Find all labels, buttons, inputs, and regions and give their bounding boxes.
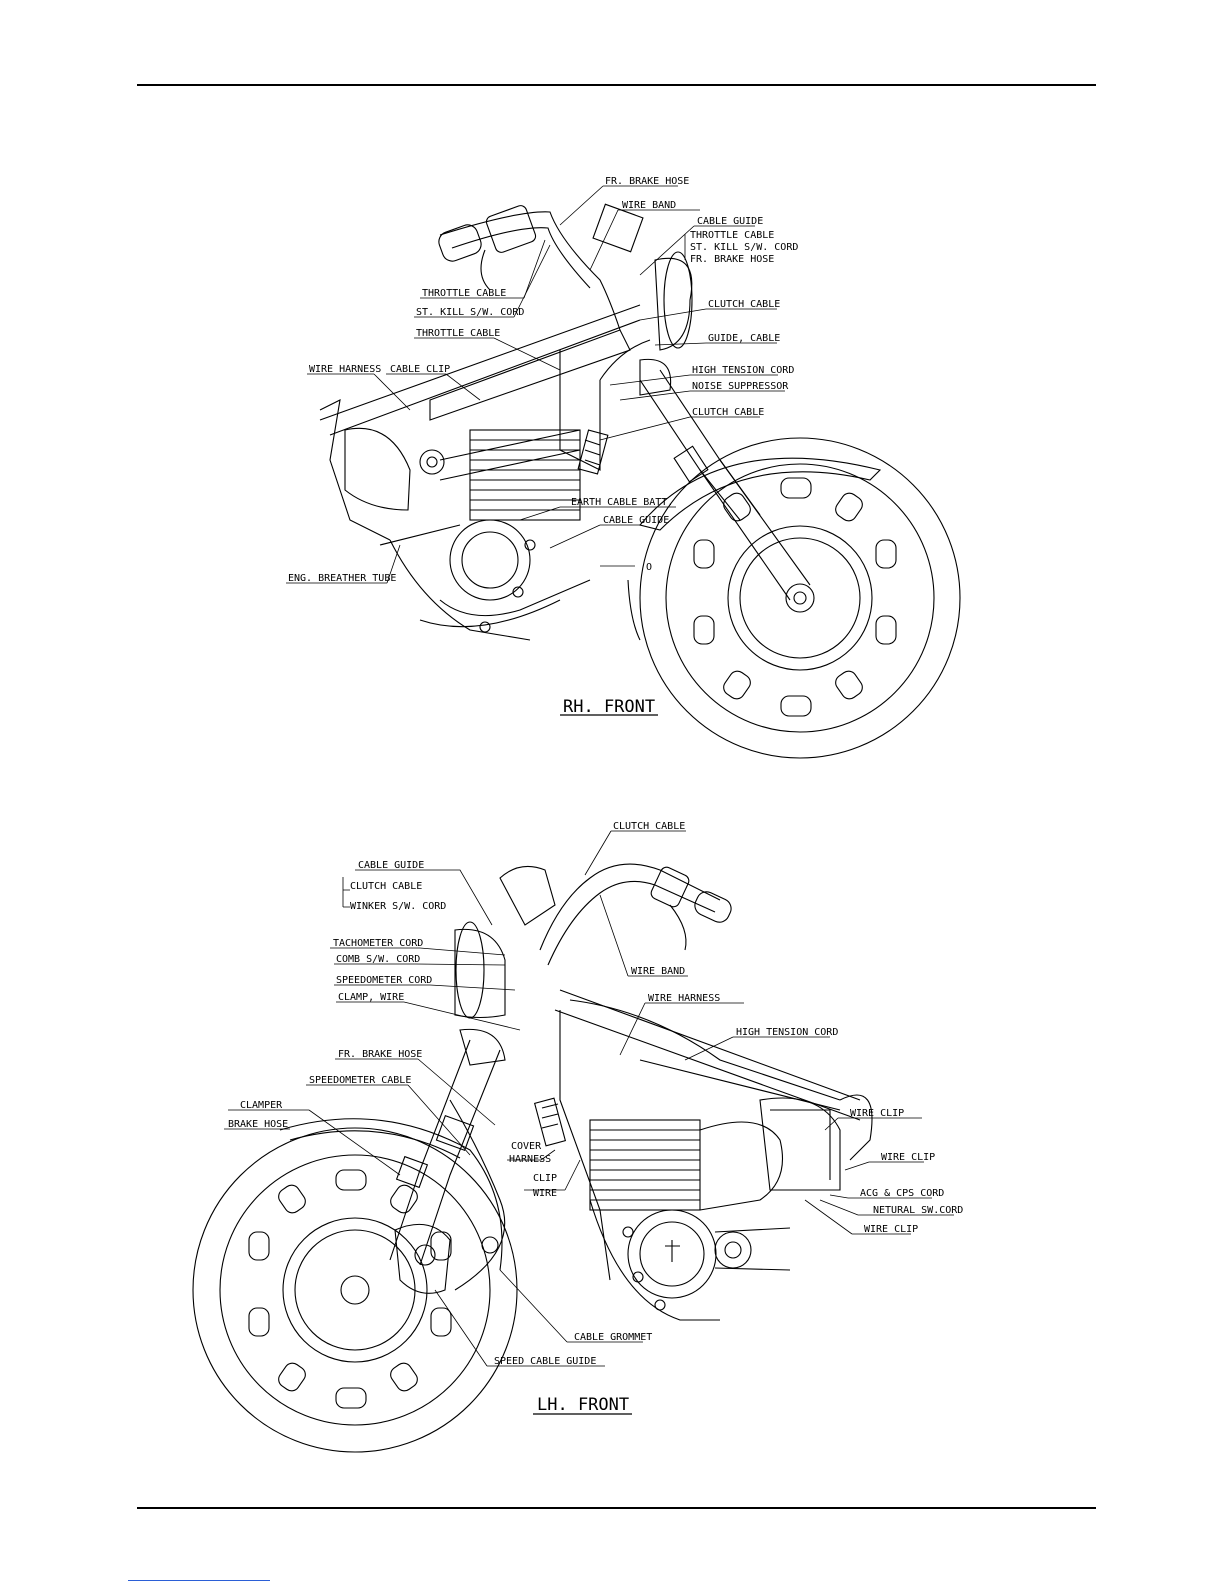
rh-label-throttle-cable-lower: THROTTLE CABLE	[416, 328, 500, 339]
rh-label-high-tension-cord: HIGH TENSION CORD	[692, 365, 794, 376]
lh-label-speedometer-cable: SPEEDOMETER CABLE	[309, 1075, 411, 1086]
rh-label-fr-brake-hose-group: FR. BRAKE HOSE	[690, 254, 774, 265]
lh-label-cable-guide: CABLE GUIDE	[358, 860, 424, 871]
lh-label-netural-sw-cord: NETURAL SW.CORD	[873, 1205, 963, 1216]
lh-label-clip: CLIP	[533, 1173, 557, 1184]
rh-label-wire-band: WIRE BAND	[622, 200, 676, 211]
rh-front-fender	[639, 457, 882, 531]
rh-label-st-kill-cord: ST. KILL S/W. CORD	[416, 307, 524, 318]
lh-engine-cylinder	[589, 1119, 701, 1211]
rh-label-st-kill-cord-group: ST. KILL S/W. CORD	[690, 242, 798, 253]
lh-front-title: LH. FRONT	[537, 1395, 629, 1415]
rh-label-noise-suppressor: NOISE SUPPRESSOR	[692, 381, 789, 392]
lh-label-cover: COVER	[511, 1141, 542, 1152]
lh-handlebar	[539, 863, 721, 951]
rh-front-drawing	[319, 203, 961, 759]
lh-front-labels: CLUTCH CABLE CABLE GUIDE CLUTCH CABLE WI…	[228, 821, 963, 1415]
lh-label-clamp-wire: CLAMP, WIRE	[338, 992, 404, 1003]
rh-front-labels: FR. BRAKE HOSE WIRE BAND CABLE GUIDE THR…	[288, 176, 798, 717]
lh-front-tire	[192, 1127, 518, 1453]
rh-label-throttle-cable: THROTTLE CABLE	[422, 288, 506, 299]
lh-label-speed-cable-guide: SPEED CABLE GUIDE	[494, 1356, 596, 1367]
lh-label-clutch-cable-top: CLUTCH CABLE	[613, 821, 685, 832]
lh-label-comb-cord: COMB S/W. CORD	[336, 954, 420, 965]
lh-label-high-tension-cord: HIGH TENSION CORD	[736, 1027, 838, 1038]
lh-label-wire: WIRE	[533, 1188, 557, 1199]
rh-label-throttle-cable-group: THROTTLE CABLE	[690, 230, 774, 241]
rh-label-clutch-cable-lower: CLUTCH CABLE	[692, 407, 764, 418]
lh-label-brake-hose: BRAKE HOSE	[228, 1119, 288, 1130]
lh-label-acg-cps-cord: ACG & CPS CORD	[860, 1188, 944, 1199]
lh-label-cable-grommet: CABLE GROMMET	[574, 1332, 652, 1343]
lh-crankcase	[627, 1209, 717, 1299]
rh-label-clutch-cable: CLUTCH CABLE	[708, 299, 780, 310]
rh-label-fr-brake-hose: FR. BRAKE HOSE	[605, 176, 689, 187]
rh-marker: O	[646, 562, 652, 573]
footer-link-underline	[128, 1580, 270, 1581]
bottom-rule	[137, 1507, 1096, 1509]
lh-label-wire-clip-2: WIRE CLIP	[881, 1152, 935, 1163]
lh-label-wire-band: WIRE BAND	[631, 966, 685, 977]
lh-leader-lines	[224, 830, 954, 1415]
lh-label-wire-clip-1: WIRE CLIP	[850, 1108, 904, 1119]
top-rule	[137, 84, 1096, 86]
lh-front-drawing	[192, 863, 873, 1453]
rh-handlebar	[439, 211, 621, 331]
rh-label-wire-harness: WIRE HARNESS	[309, 364, 381, 375]
rh-frame	[319, 304, 641, 436]
rh-label-guide-cable: GUIDE, CABLE	[708, 333, 780, 344]
lh-label-speedometer-cord: SPEEDOMETER CORD	[336, 975, 432, 986]
lh-label-clamper: CLAMPER	[240, 1100, 283, 1111]
lh-label-winker-cord-group: WINKER S/W. CORD	[350, 901, 446, 912]
rh-label-earth-cable-batt: EARTH CABLE BATT.	[571, 497, 673, 508]
rh-headlight	[654, 257, 693, 351]
lh-brake-caliper	[394, 1223, 451, 1294]
rh-crankcase	[449, 519, 531, 601]
lh-front-fender	[279, 1118, 503, 1271]
lh-frame	[554, 989, 861, 1121]
lh-label-tachometer-cord: TACHOMETER CORD	[333, 938, 423, 949]
lh-front-fork	[389, 1039, 501, 1266]
lh-label-fr-brake-hose: FR. BRAKE HOSE	[338, 1049, 422, 1060]
rh-label-eng-breather-tube: ENG. BREATHER TUBE	[288, 573, 396, 584]
lh-label-harness: HARNESS	[509, 1154, 551, 1165]
lh-label-wire-harness: WIRE HARNESS	[648, 993, 720, 1004]
rh-front-title: RH. FRONT	[563, 697, 655, 717]
lh-label-clutch-cable-group: CLUTCH CABLE	[350, 881, 422, 892]
rh-leader-lines	[286, 185, 785, 716]
rh-label-cable-guide-lower: CABLE GUIDE	[603, 515, 669, 526]
lh-label-wire-clip-3: WIRE CLIP	[864, 1224, 918, 1235]
rh-label-cable-guide: CABLE GUIDE	[697, 216, 763, 227]
rh-engine-cylinder	[469, 429, 581, 521]
rh-front-tire	[639, 437, 961, 759]
rh-label-cable-clip: CABLE CLIP	[390, 364, 450, 375]
